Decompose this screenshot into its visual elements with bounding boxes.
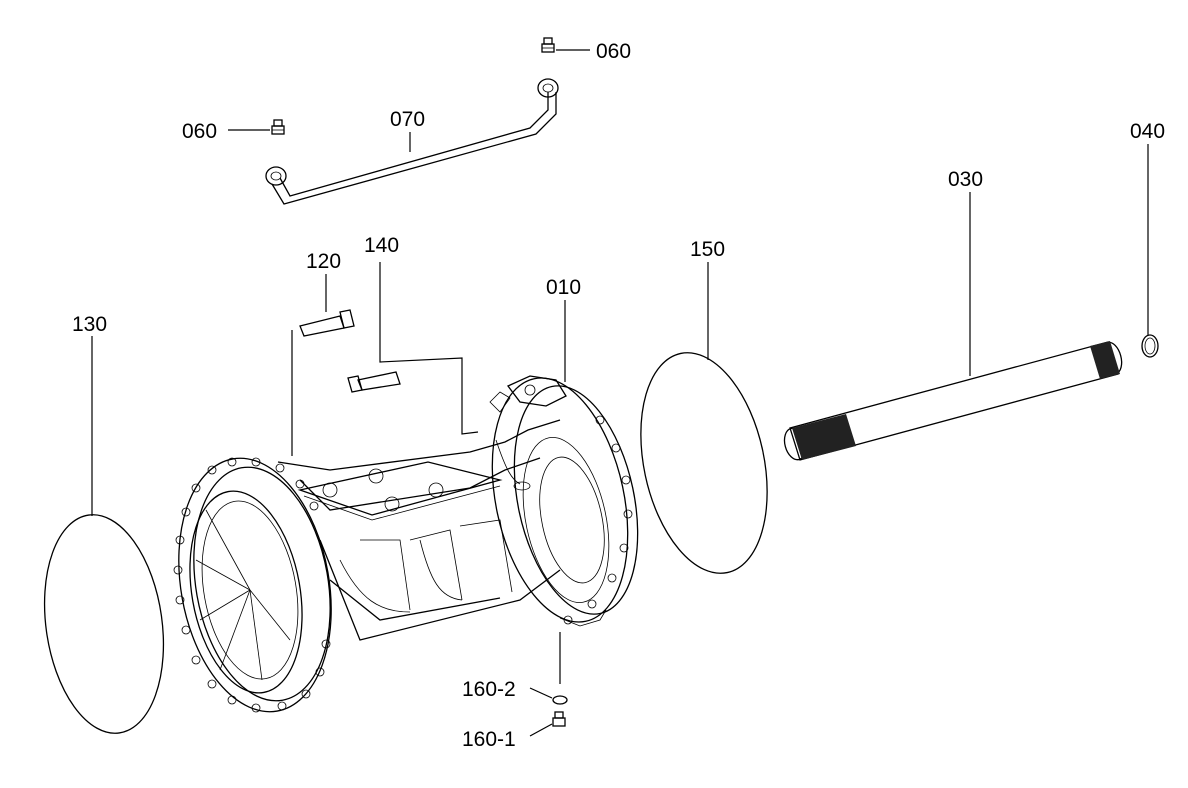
label-150: 150 [690, 238, 725, 261]
part-060-fitting-left [271, 119, 285, 135]
leader-lines [91, 49, 1149, 737]
label-140: 140 [364, 234, 399, 257]
label-160-1: 160-1 [462, 728, 516, 751]
part-130-o-ring [43, 514, 165, 734]
part-160-1-drain-plug [552, 711, 566, 727]
label-120: 120 [306, 250, 341, 273]
part-labels: 060 060 070 040 030 150 140 120 010 130 … [72, 40, 1165, 751]
label-060-top: 060 [596, 40, 631, 63]
part-030-drive-shaft [783, 341, 1123, 461]
label-160-2: 160-2 [462, 678, 516, 701]
part-070-pipe [265, 78, 559, 205]
label-060-left: 060 [182, 120, 217, 143]
label-030: 030 [948, 168, 983, 191]
part-060-fitting-top [541, 37, 555, 53]
label-040: 040 [1130, 120, 1165, 143]
label-070: 070 [390, 108, 425, 131]
part-040-snap-ring [1141, 334, 1159, 358]
part-140-bolt [347, 371, 401, 393]
part-150-o-ring [640, 352, 768, 574]
part-010-axle-housing [173, 375, 639, 713]
label-010: 010 [546, 276, 581, 299]
label-130: 130 [72, 313, 107, 336]
part-120-pin [299, 309, 355, 337]
part-160-2-seal-ring [552, 695, 568, 705]
